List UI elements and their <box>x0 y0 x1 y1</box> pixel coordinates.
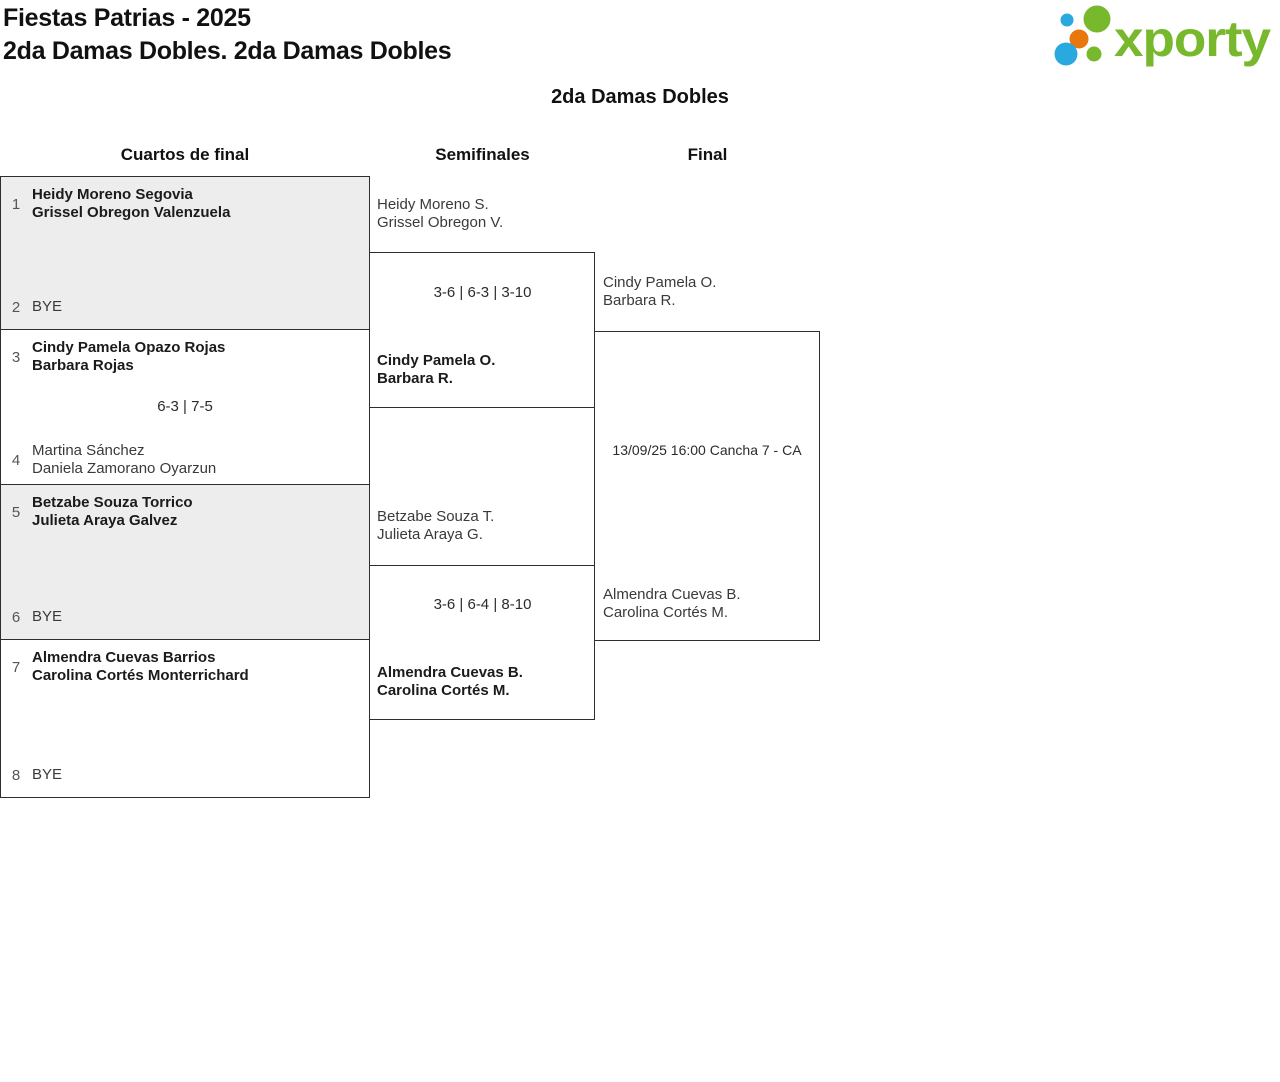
participant-name: Cindy Pamela O. Barbara R. <box>603 274 717 309</box>
participant-slot: 1 Heidy Moreno Segovia Grissel Obregon V… <box>9 186 361 222</box>
category-subtitle: 2da Damas Dobles. 2da Damas Dobles <box>3 37 452 65</box>
participant-slot: 8 BYE <box>9 766 361 784</box>
seed-number: 1 <box>11 195 21 213</box>
tournament-title: Fiestas Patrias - 2025 <box>3 4 251 32</box>
participant-name: Martina Sánchez Daniela Zamorano Oyarzun <box>32 442 217 477</box>
page-header: Fiestas Patrias - 2025 2da Damas Dobles.… <box>3 2 452 68</box>
match-box-qf3: 5 Betzabe Souza Torrico Julieta Araya Ga… <box>0 485 370 640</box>
participant-slot: 4 Martina Sánchez Daniela Zamorano Oyarz… <box>9 442 361 478</box>
participant-name: Almendra Cuevas Barrios Carolina Cortés … <box>32 649 249 684</box>
match-box-final <box>594 331 820 641</box>
bye-label: BYE <box>32 766 63 783</box>
participant-name: Heidy Moreno S. Grissel Obregon V. <box>377 196 504 231</box>
logo-dot-orange <box>1069 29 1089 49</box>
seed-number: 8 <box>11 766 21 784</box>
match-score: 6-3 | 7-5 <box>157 398 213 415</box>
logo-dot-green-large <box>1083 5 1111 33</box>
match-box-qf2: 3 Cindy Pamela Opazo Rojas Barbara Rojas… <box>0 330 370 485</box>
quarterfinals-column: 1 Heidy Moreno Segovia Grissel Obregon V… <box>0 176 370 798</box>
participant-name: Cindy Pamela Opazo Rojas Barbara Rojas <box>32 339 226 374</box>
participant-name: Betzabe Souza T. Julieta Araya G. <box>377 508 495 543</box>
seed-number: 4 <box>11 451 21 469</box>
logo-dot-blue-medium <box>1054 42 1078 66</box>
match-box-sf1 <box>369 252 595 408</box>
participant-name: Almendra Cuevas B. Carolina Cortés M. <box>377 664 523 699</box>
participant-name: Almendra Cuevas B. Carolina Cortés M. <box>603 586 741 621</box>
participant-slot: 5 Betzabe Souza Torrico Julieta Araya Ga… <box>9 494 361 530</box>
logo-dot-blue-small <box>1060 13 1074 27</box>
xporty-logo: xporty <box>1054 5 1272 67</box>
participant-slot: 6 BYE <box>9 608 361 626</box>
bye-label: BYE <box>32 298 63 315</box>
xporty-logo-mark <box>1054 5 1111 66</box>
round-header-semifinales: Semifinales <box>435 145 530 164</box>
match-score: 3-6 | 6-4 | 8-10 <box>433 596 532 613</box>
match-box-sf2 <box>369 565 595 720</box>
seed-number: 6 <box>11 608 21 626</box>
round-header-final: Final <box>687 145 728 164</box>
participant-name: Betzabe Souza Torrico Julieta Araya Galv… <box>32 494 193 529</box>
seed-number: 5 <box>11 503 21 521</box>
final-match-info: 13/09/25 16:00 Cancha 7 - CA <box>612 442 802 458</box>
bracket-section-title: 2da Damas Dobles <box>551 86 729 108</box>
participant-slot: 7 Almendra Cuevas Barrios Carolina Corté… <box>9 649 361 685</box>
match-box-qf1: 1 Heidy Moreno Segovia Grissel Obregon V… <box>0 176 370 330</box>
participant-name: Cindy Pamela O. Barbara R. <box>377 352 496 387</box>
match-box-qf4: 7 Almendra Cuevas Barrios Carolina Corté… <box>0 640 370 798</box>
seed-number: 2 <box>11 298 21 316</box>
seed-number: 3 <box>11 348 21 366</box>
bye-label: BYE <box>32 608 63 625</box>
participant-slot: 3 Cindy Pamela Opazo Rojas Barbara Rojas <box>9 339 361 375</box>
match-score: 3-6 | 6-3 | 3-10 <box>433 284 532 301</box>
participant-name: Heidy Moreno Segovia Grissel Obregon Val… <box>32 186 231 221</box>
participant-slot: 2 BYE <box>9 298 361 316</box>
round-header-cuartos: Cuartos de final <box>120 145 250 164</box>
xporty-logo-text: xporty <box>1114 11 1271 67</box>
logo-dot-green-small <box>1086 46 1102 62</box>
seed-number: 7 <box>11 658 21 676</box>
